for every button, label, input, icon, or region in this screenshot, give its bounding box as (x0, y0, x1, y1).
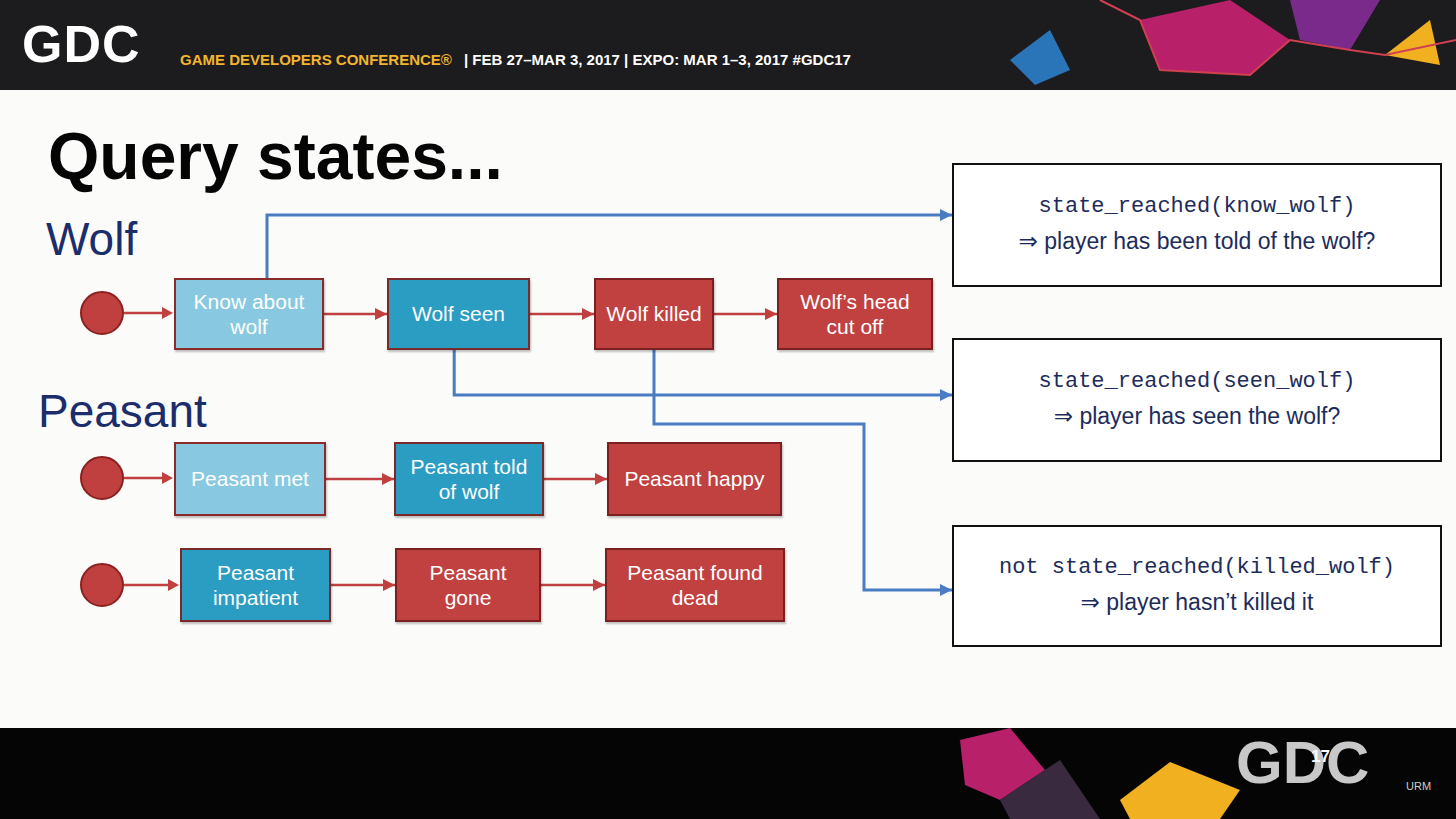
header-shape (1010, 30, 1070, 85)
state-box: Peasant gone (395, 548, 541, 622)
query-meaning: ⇒ player has seen the wolf? (1054, 403, 1341, 431)
start-arrow (124, 307, 179, 591)
transition-arrow (530, 313, 594, 316)
footer-logo: GDC (1236, 730, 1369, 796)
state-box: Wolf’s head cut off (777, 278, 933, 350)
state-name: Peasant told of wolf (404, 454, 534, 504)
state-box: Peasant impatient (180, 548, 331, 622)
query-box: state_reached(know_wolf) ⇒ player has bee… (952, 163, 1442, 287)
footer-mark: URM (1406, 780, 1431, 792)
transition-arrow (324, 313, 387, 316)
state-name: Peasant happy (624, 466, 764, 491)
query-code: state_reached(seen_wolf) (1039, 369, 1356, 395)
query-meaning: ⇒ player hasn’t killed it (1081, 589, 1314, 617)
state-box: Peasant found dead (605, 548, 785, 622)
state-box: Wolf killed (594, 278, 714, 350)
transition-arrow (331, 584, 395, 587)
state-name: Wolf killed (606, 301, 701, 326)
header-shape (1385, 20, 1440, 65)
slide-title: Query states... (48, 120, 503, 193)
state-box: Wolf seen (387, 278, 530, 350)
track-label: Peasant (38, 386, 207, 437)
query-connector (267, 215, 952, 278)
query-box: not state_reached(killed_wolf) ⇒ player h… (952, 525, 1442, 647)
page-number: 17 (1311, 748, 1330, 767)
state-box: Peasant told of wolf (394, 442, 544, 516)
start-dot (81, 457, 123, 499)
state-name: Peasant impatient (190, 560, 321, 610)
track-label: Wolf (46, 214, 137, 265)
query-code: not state_reached(killed_wolf) (999, 555, 1395, 581)
conference-dates: | FEB 27–MAR 3, 2017 | EXPO: MAR 1–3, 20… (464, 52, 851, 69)
start-dot (81, 292, 123, 334)
state-name: Peasant met (191, 466, 309, 491)
header-shape (1140, 0, 1290, 75)
transition-arrow (714, 313, 777, 316)
conference-logo: GDC (22, 16, 141, 73)
conference-name: GAME DEVELOPERS CONFERENCE® (180, 52, 452, 69)
footer-shape (1000, 760, 1100, 819)
state-name: Know about wolf (184, 289, 314, 339)
slide-ground (0, 90, 1456, 728)
state-box: Know about wolf (174, 278, 324, 350)
state-box: Peasant met (174, 442, 326, 516)
header-bar (0, 0, 1456, 90)
transition-arrow (544, 478, 607, 481)
start-dot (81, 564, 123, 606)
state-name: Peasant gone (405, 560, 531, 610)
query-meaning: ⇒ player has been told of the wolf? (1019, 228, 1376, 256)
transition-arrow (541, 584, 605, 587)
query-box: state_reached(seen_wolf) ⇒ player has see… (952, 338, 1442, 462)
query-code: state_reached(know_wolf) (1039, 194, 1356, 220)
state-name: Wolf’s head cut off (787, 289, 923, 339)
state-name: Wolf seen (412, 301, 505, 326)
header-wire (1100, 0, 1456, 75)
state-box: Peasant happy (607, 442, 782, 516)
state-name: Peasant found dead (615, 560, 775, 610)
query-connector (454, 350, 952, 395)
footer-bar (0, 728, 1456, 819)
transition-arrow (326, 478, 394, 481)
footer-shape (1120, 762, 1240, 819)
